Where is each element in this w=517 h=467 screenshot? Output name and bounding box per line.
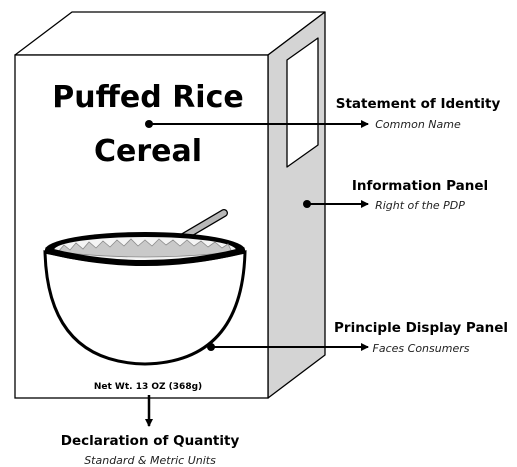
callout-subtitle: Right of the PDP <box>375 199 465 212</box>
callout-title: Information Panel <box>352 178 488 194</box>
callout-title: Principle Display Panel <box>334 320 508 336</box>
callout-information-panel: Information Panel Right of the PDP <box>303 178 488 212</box>
callout-declaration-of-quantity: Declaration of Quantity Standard & Metri… <box>61 395 240 467</box>
callout-title: Statement of Identity <box>336 96 501 112</box>
product-title-line2: Cereal <box>94 134 202 169</box>
callout-subtitle: Standard & Metric Units <box>84 454 216 467</box>
callout-title: Declaration of Quantity <box>61 433 240 449</box>
product-title-line1: Puffed Rice <box>52 80 243 115</box>
side-panel-window <box>286 37 319 168</box>
callout-statement-of-identity: Statement of Identity Common Name <box>145 96 500 131</box>
net-weight-text: Net Wt. 13 OZ (368g) <box>94 382 202 392</box>
callout-subtitle: Faces Consumers <box>373 342 470 355</box>
callout-principle-display-panel: Principle Display Panel Faces Consumers <box>207 320 508 355</box>
callout-subtitle: Common Name <box>375 118 461 131</box>
cereal-bowl-illustration <box>43 209 247 366</box>
